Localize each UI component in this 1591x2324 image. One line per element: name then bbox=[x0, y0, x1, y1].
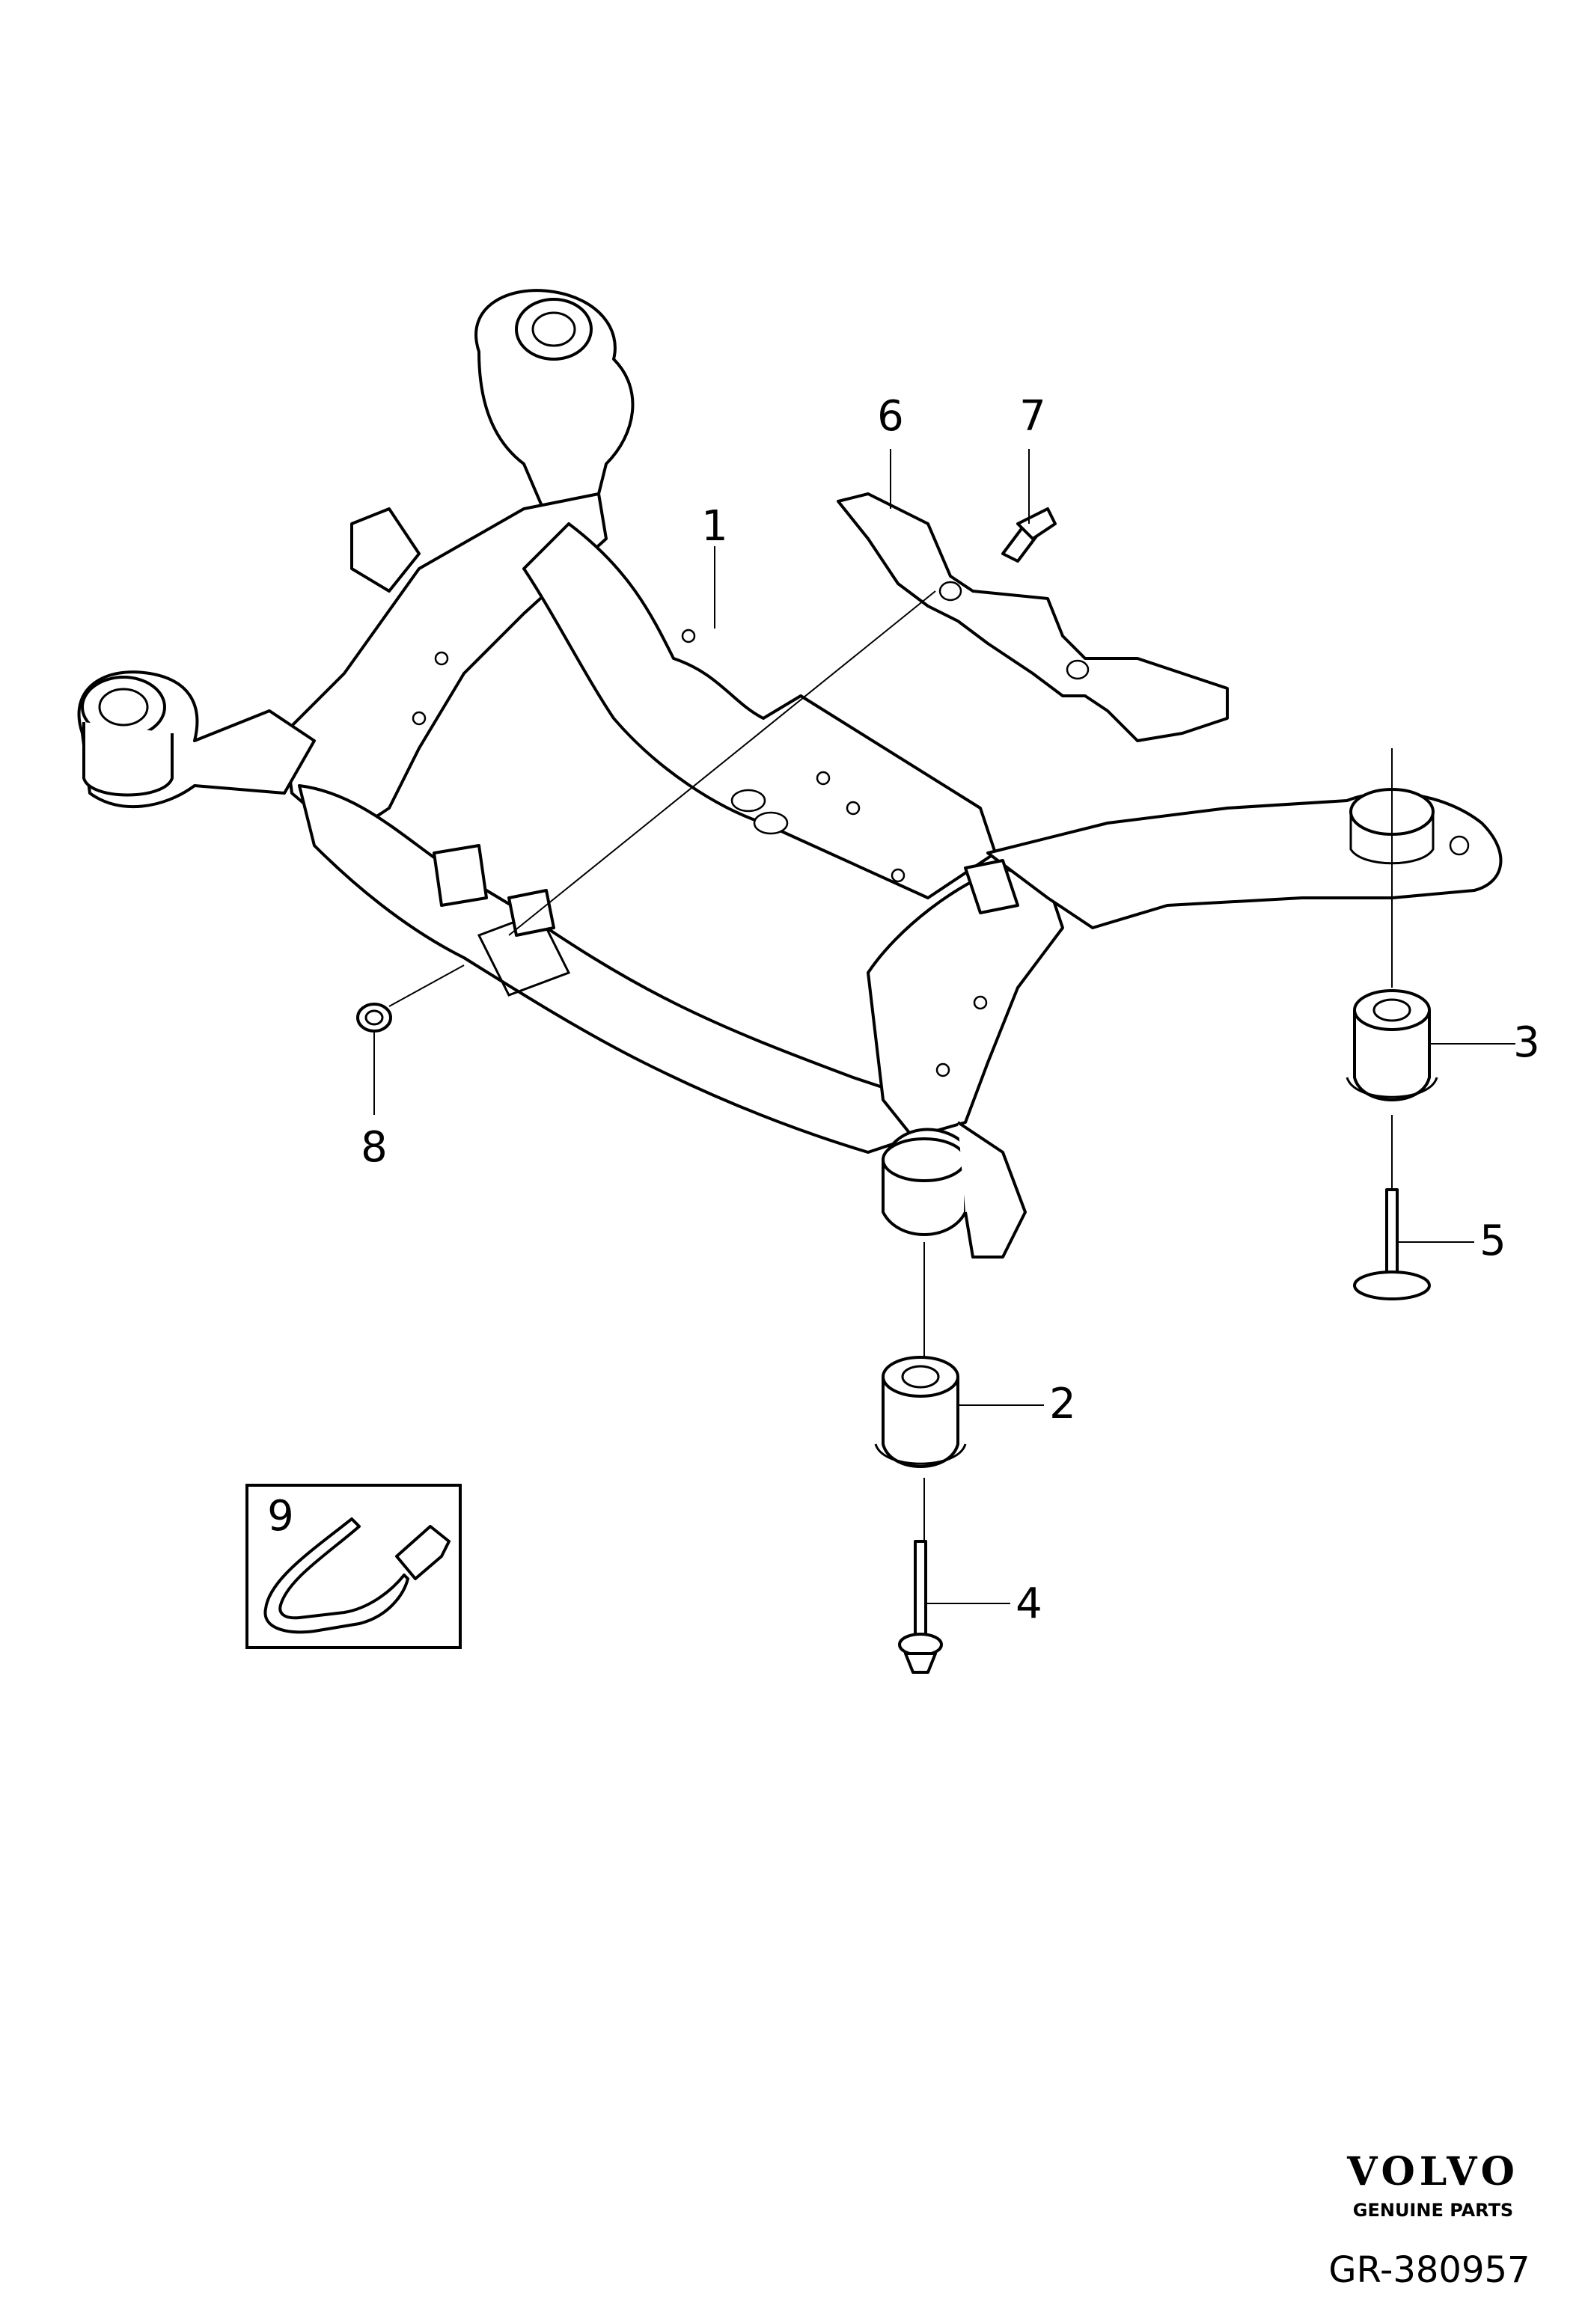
inset-box-part-9 bbox=[245, 1484, 462, 1649]
heat-shield-bracket[interactable] bbox=[837, 492, 1229, 742]
callout-4: 4 bbox=[1016, 1580, 1042, 1628]
leader-lines bbox=[373, 449, 1515, 1604]
bushing-part-3[interactable] bbox=[1346, 989, 1438, 1101]
callout-1: 1 bbox=[701, 502, 728, 551]
callout-3: 3 bbox=[1513, 1018, 1540, 1067]
callout-8: 8 bbox=[361, 1123, 388, 1172]
drawing-reference: GR-380957 bbox=[1328, 2249, 1530, 2291]
brand-tagline: GENUINE PARTS bbox=[1353, 2200, 1513, 2221]
cable-tie[interactable] bbox=[263, 1517, 451, 1634]
callout-5: 5 bbox=[1479, 1217, 1506, 1265]
bushing-part-2[interactable] bbox=[874, 1356, 967, 1468]
bolt-part-5[interactable] bbox=[1353, 1188, 1431, 1300]
callout-9: 9 bbox=[267, 1492, 294, 1541]
brand-logo-text: VOLVO bbox=[1346, 2149, 1519, 2195]
callout-7: 7 bbox=[1019, 392, 1046, 441]
callout-2: 2 bbox=[1049, 1380, 1076, 1428]
callout-6: 6 bbox=[877, 392, 904, 441]
rear-subframe[interactable] bbox=[77, 289, 1503, 1259]
bolt-part-4[interactable] bbox=[898, 1540, 943, 1674]
nut-part-8[interactable] bbox=[356, 1003, 392, 1033]
bolt-part-7[interactable] bbox=[1001, 507, 1057, 563]
